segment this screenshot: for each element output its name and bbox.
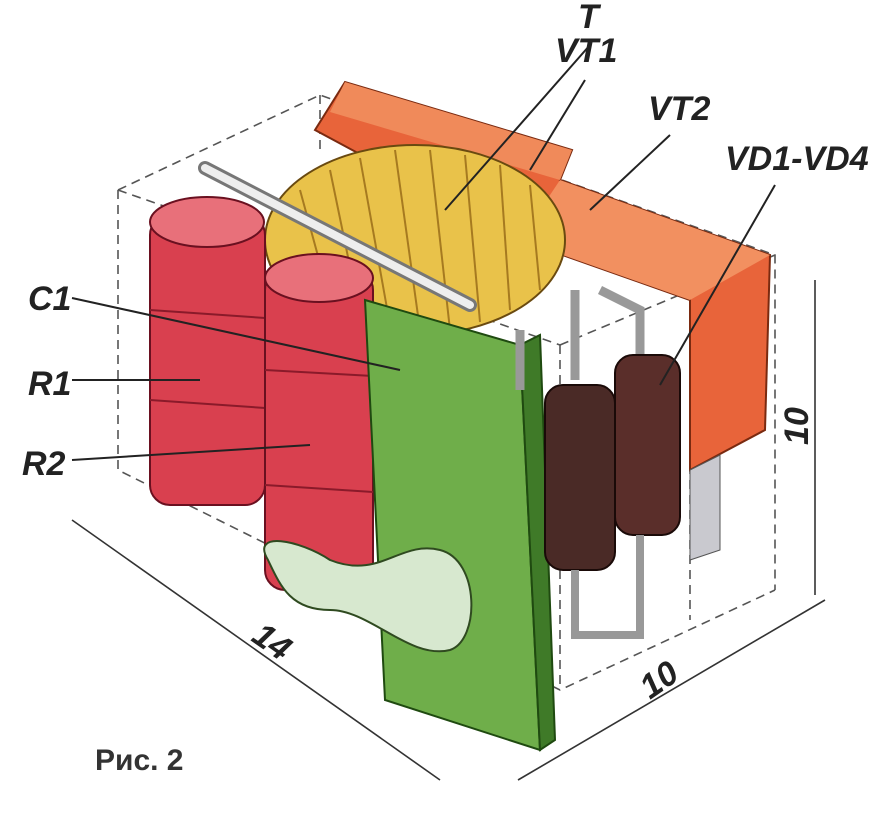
circuit-board [263,298,557,752]
label-t: T [578,0,602,36]
capacitor-c1-resistor-r1 [149,196,266,506]
leader-lines [71,44,776,461]
diodes [515,285,681,639]
figure-caption: Рис. 2 [95,744,184,777]
label-vt1: VT1 [555,32,617,70]
dimension-lines [71,280,826,781]
solder-blob [263,540,473,653]
dimension-depth: 10 [633,654,686,707]
dimension-height: 10 [778,407,816,445]
label-vt2: VT2 [648,90,710,128]
label-r2: R2 [22,445,66,483]
resistor-r2 [264,253,374,591]
label-vd1-vd4: VD1-VD4 [725,140,869,178]
label-r1: R1 [28,365,71,403]
label-c1: C1 [28,280,71,318]
dimension-length: 14 [245,615,298,668]
